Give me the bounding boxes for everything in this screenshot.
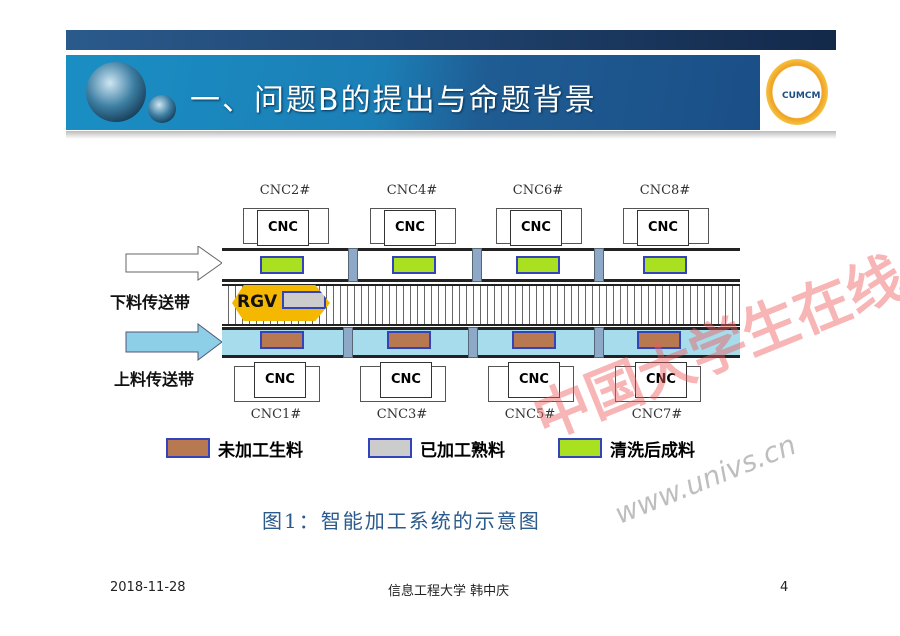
belt-divider [594, 327, 604, 358]
raw-part [512, 331, 556, 349]
cnc-label: CNC1# [250, 407, 302, 422]
cnc-machine-label: CNC [254, 362, 306, 398]
cnc-machine: CNC [488, 362, 574, 402]
legend-swatch [558, 438, 602, 458]
header-top-bar [66, 30, 836, 50]
footer-date: 2018-11-28 [110, 580, 186, 595]
cnc-label: CNC4# [386, 183, 438, 198]
cnc-machine: CNC [623, 204, 709, 246]
cnc-label: CNC6# [512, 183, 564, 198]
rgv-label: RGV [237, 292, 278, 312]
cnc-machine-label: CNC [635, 362, 687, 398]
cnc-machine: CNC [370, 204, 456, 246]
load-arrow-icon [125, 323, 223, 361]
unload-arrow-icon [125, 246, 223, 281]
cleaned-part [643, 256, 687, 274]
unload-belt-label: 下料传送带 [110, 293, 191, 312]
legend-raw: 未加工生料 [166, 437, 303, 461]
cnc-machine-label: CNC [508, 362, 560, 398]
cnc-machine: CNC [496, 204, 582, 246]
figure-caption: 图1：智能加工系统的示意图 [262, 509, 541, 533]
cnc-label: CNC2# [259, 183, 311, 198]
belt-divider [343, 327, 353, 358]
legend-cleaned: 清洗后成料 [558, 437, 695, 461]
load-belt-label: 上料传送带 [114, 370, 195, 389]
cnc-label: CNC5# [504, 407, 556, 422]
legend-processed: 已加工熟料 [368, 437, 505, 461]
cnc-machine: CNC [615, 362, 701, 402]
footer-author: 信息工程大学 韩中庆 [388, 584, 510, 599]
processed-part [282, 291, 326, 309]
banner-shadow [66, 131, 836, 139]
title-banner [66, 55, 760, 130]
legend-label: 已加工熟料 [420, 440, 505, 461]
legend-label: 未加工生料 [218, 440, 303, 461]
cnc-label: CNC7# [631, 407, 683, 422]
cumcm-logo: CUMCM [760, 55, 836, 130]
cnc-label: CNC3# [376, 407, 428, 422]
legend-swatch [368, 438, 412, 458]
raw-part [387, 331, 431, 349]
logo-text: CUMCM [782, 91, 821, 101]
belt-direction-arrows [125, 246, 223, 361]
cleaned-part [392, 256, 436, 274]
cnc-machine-label: CNC [637, 210, 689, 246]
slide-title: 一、问题B的提出与命题背景 [190, 83, 597, 118]
sphere-decoration-icon [86, 62, 146, 122]
raw-part [637, 331, 681, 349]
sphere-decoration-icon [148, 95, 176, 123]
page-number: 4 [780, 580, 789, 595]
raw-part [260, 331, 304, 349]
belt-divider [468, 327, 478, 358]
cnc-machine-label: CNC [380, 362, 432, 398]
cnc-machine-label: CNC [384, 210, 436, 246]
legend-label: 清洗后成料 [610, 440, 695, 461]
rgv-vehicle: RGV [232, 285, 330, 321]
cnc-machine: CNC [360, 362, 446, 402]
belt-divider [348, 248, 358, 282]
cleaned-part [260, 256, 304, 274]
belt-divider [594, 248, 604, 282]
logo-ring-icon [766, 59, 828, 125]
legend-swatch [166, 438, 210, 458]
belt-divider [472, 248, 482, 282]
cnc-machine-label: CNC [257, 210, 309, 246]
cnc-machine: CNC [234, 362, 320, 402]
cnc-label: CNC8# [639, 183, 691, 198]
cnc-machine-label: CNC [510, 210, 562, 246]
cleaned-part [516, 256, 560, 274]
cnc-machine: CNC [243, 204, 329, 246]
